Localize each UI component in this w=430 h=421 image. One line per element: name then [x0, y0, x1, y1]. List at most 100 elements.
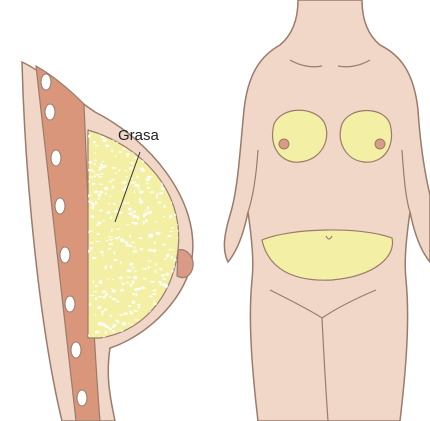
rib-bone-icon [65, 296, 75, 312]
fat-speckle [148, 249, 153, 252]
fat-speckle [90, 295, 95, 296]
fat-speckle [149, 296, 153, 298]
fat-speckle [174, 135, 177, 137]
fat-speckle [130, 182, 134, 184]
rib-bone-icon [77, 390, 87, 406]
fat-speckle [119, 276, 123, 279]
fat-speckle [181, 175, 184, 177]
fat-speckle [106, 211, 110, 214]
fat-speckle [130, 284, 133, 287]
fat-speckle [153, 249, 157, 252]
fat-speckle [124, 312, 128, 315]
fat-speckle [149, 145, 152, 147]
fat-speckle [98, 296, 103, 298]
fat-speckle [96, 225, 100, 226]
fat-speckle [138, 306, 141, 309]
fat-speckle [125, 176, 128, 177]
fat-speckle [108, 248, 112, 249]
fat-speckle [174, 309, 178, 312]
rib-bone-icon [51, 150, 61, 166]
fat-speckle [163, 205, 165, 209]
fat-speckle [179, 308, 181, 311]
fat-label: Grasa [118, 127, 160, 144]
fat-speckle [106, 240, 109, 241]
fat-speckle [95, 201, 97, 204]
fat-speckle [174, 140, 178, 142]
fat-speckle [179, 317, 181, 319]
fat-speckle [161, 184, 163, 186]
fat-speckle [106, 293, 108, 296]
fat-speckle [129, 235, 131, 238]
fat-speckle [138, 336, 142, 339]
fat-speckle [92, 171, 94, 173]
fat-speckle [119, 212, 123, 214]
fat-speckle [99, 184, 103, 185]
fat-speckle [163, 274, 165, 277]
fat-speckle [126, 224, 129, 225]
fat-speckle [155, 146, 157, 149]
fat-speckle [120, 261, 122, 263]
fat-speckle [179, 189, 181, 191]
fat-speckle [88, 161, 92, 164]
fat-speckle [158, 201, 162, 203]
fat-speckle [147, 206, 150, 209]
fat-speckle [117, 321, 119, 323]
fat-speckle [130, 324, 134, 325]
fat-speckle [112, 298, 117, 301]
fat-speckle [129, 244, 131, 247]
fat-speckle [128, 323, 130, 325]
fat-speckle [167, 235, 171, 237]
left-nipple [279, 139, 289, 149]
fat-speckle [126, 282, 129, 284]
fat-speckle [119, 314, 123, 316]
fat-speckle [112, 327, 114, 328]
fat-speckle [166, 254, 169, 257]
fat-speckle [110, 217, 113, 220]
fat-speckle [165, 336, 169, 338]
fat-speckle [104, 309, 107, 311]
fat-speckle [171, 156, 173, 158]
fat-speckle [167, 315, 172, 318]
fat-speckle [147, 187, 150, 189]
fat-speckle [115, 320, 119, 322]
fat-speckle [101, 323, 106, 326]
fat-speckle [93, 141, 96, 143]
fat-speckle [178, 147, 183, 148]
fat-speckle [122, 148, 125, 150]
fat-speckle [112, 185, 115, 188]
fat-speckle [98, 194, 101, 197]
fat-speckle [175, 142, 177, 145]
fat-speckle [95, 285, 99, 287]
fat-speckle [112, 331, 115, 333]
fat-speckle [105, 145, 110, 148]
fat-speckle [148, 148, 151, 150]
fat-speckle [149, 235, 153, 237]
fat-speckle [113, 251, 115, 254]
fat-speckle [134, 190, 136, 193]
fat-speckle [146, 178, 150, 180]
fat-speckle [131, 222, 134, 224]
fat-speckle [108, 203, 110, 205]
fat-speckle [122, 322, 126, 325]
rib-bone-icon [60, 247, 70, 263]
fat-speckle [118, 228, 120, 229]
fat-speckle [142, 248, 144, 250]
fat-speckle [133, 214, 136, 217]
fat-speckle [138, 237, 142, 239]
fat-speckle [151, 327, 154, 330]
fat-speckle [98, 175, 100, 177]
fat-speckle [124, 170, 127, 171]
fat-speckle [173, 311, 177, 313]
fat-speckle [127, 202, 129, 204]
fat-speckle [163, 157, 166, 159]
fat-speckle [89, 242, 93, 243]
fat-speckle [155, 270, 157, 273]
fat-speckle [133, 222, 138, 225]
fat-speckle [94, 314, 96, 315]
fat-speckle [125, 241, 128, 244]
fat-speckle [130, 162, 133, 164]
fat-speckle [133, 250, 138, 252]
fat-speckle [178, 150, 181, 153]
fat-speckle [180, 135, 185, 137]
fat-speckle [164, 258, 168, 259]
